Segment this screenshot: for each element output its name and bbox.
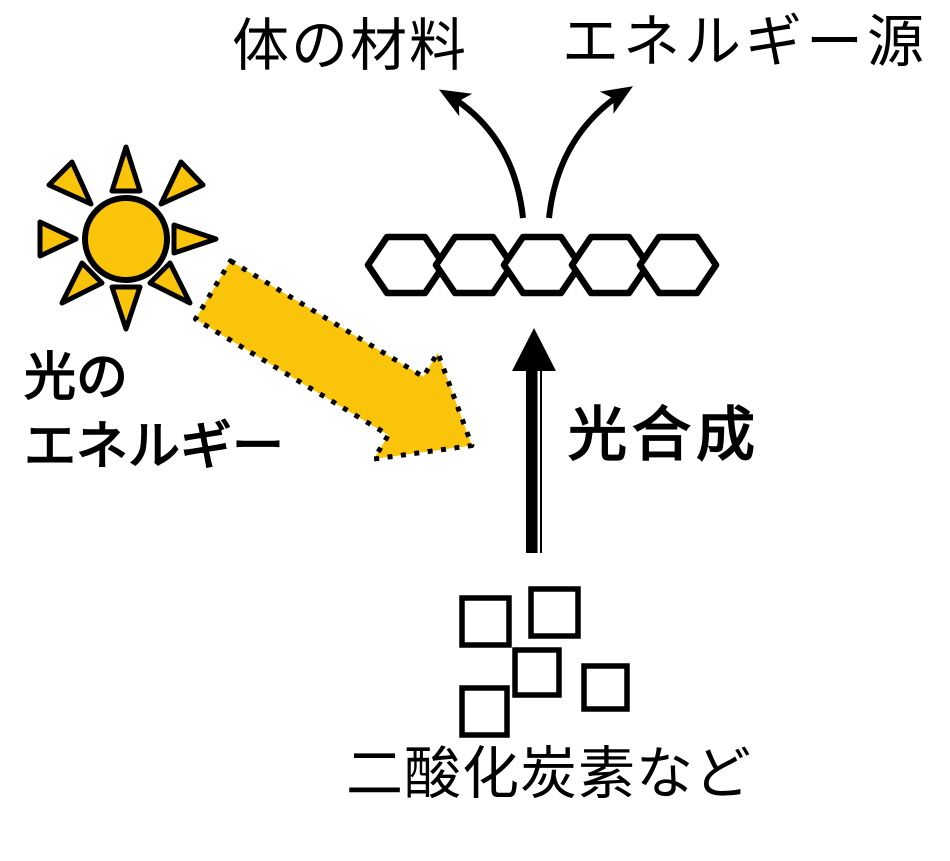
sugar-unit-hexagon [432,233,516,297]
co2-source-label: 二酸化炭素など [346,742,752,806]
sun-ray [147,260,193,306]
sugar-unit-hexagon [568,233,652,297]
sun-ray [158,159,206,207]
co2-square [459,595,512,648]
sun-ray [109,144,143,194]
co2-square [528,586,581,639]
sun-ray [37,219,79,259]
sun-ray [171,222,219,256]
sun-ray [109,284,143,332]
sugar-chain-icon [364,233,720,297]
sun-ray [59,260,105,306]
body-material-label: 体の材料 [232,14,468,78]
light-energy-label-line1: 光の [24,349,129,407]
branch-arrow-up-right-icon [546,86,633,219]
sun-ray [46,159,94,207]
sugar-unit-hexagon [636,233,720,297]
branch-arrow-up-left-icon [438,89,526,219]
photosynthesis-label: 光合成 [568,402,761,468]
sugar-unit-hexagon [364,233,448,297]
sugar-unit-hexagon [500,233,584,297]
light-energy-arrow-icon [192,258,475,462]
sun-core [82,195,170,283]
light-energy-label-line2: エネルギー [24,418,285,476]
light-energy-label: 光の エネルギー [24,344,284,482]
co2-square [459,685,510,738]
co2-molecules-icon [459,586,630,738]
photosynthesis-up-arrow-icon [512,328,556,553]
co2-square [581,663,630,712]
energy-source-label: エネルギー源 [562,10,928,74]
co2-square [512,647,562,698]
sun-icon [37,144,219,332]
